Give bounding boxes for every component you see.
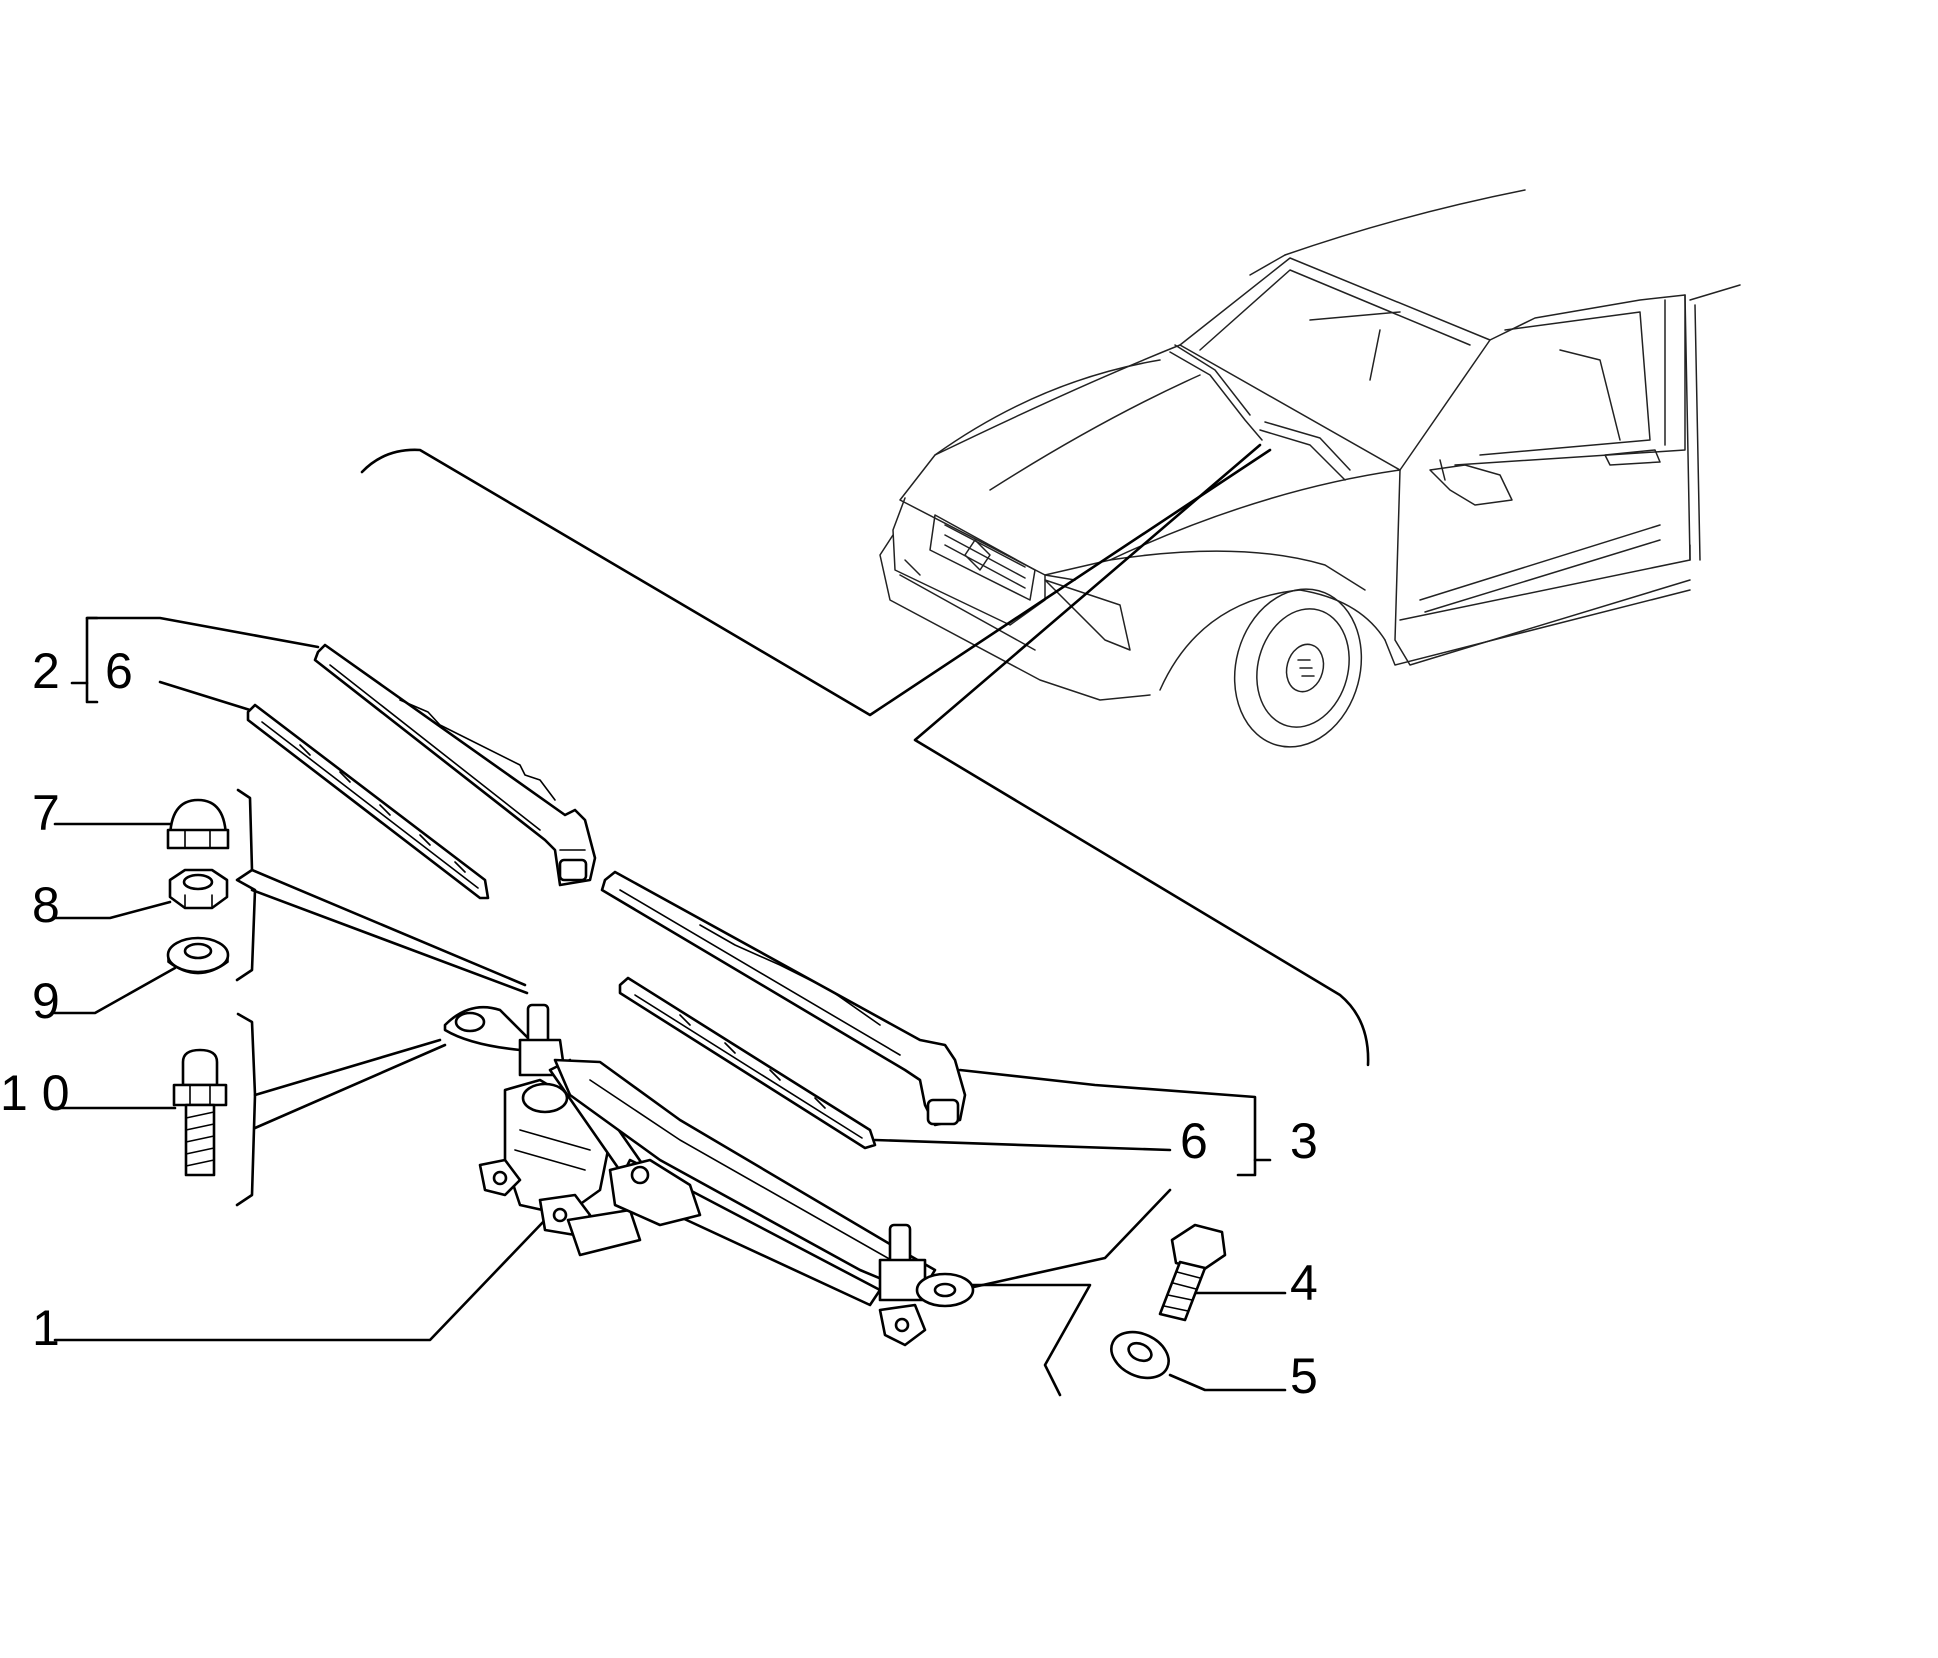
hex-nut-icon [168,868,229,910]
right-wiper-arm-icon [600,870,967,1127]
leader-linkage [53,1218,547,1342]
bracket-right-arm [873,1068,1272,1177]
bracket-stud [235,1012,257,1207]
wiper-linkage-motor-icon [443,1003,975,1347]
bracket-left-arm [70,616,320,712]
stud-bolt-icon [172,1048,228,1177]
callout-6-left: 6 [105,643,133,699]
left-wiper-arm-icon [313,643,597,887]
callout-10: 1 0 [0,1065,70,1121]
washer-icon [1110,1330,1170,1380]
callout-7: 7 [32,785,60,841]
callout-2: 2 [32,643,60,699]
callout-3: 3 [1290,1113,1318,1169]
callout-8: 8 [32,877,60,933]
callout-5: 5 [1290,1348,1318,1404]
flat-washer-icon [166,936,230,975]
car-illustration-icon [879,189,1741,748]
assembly-frame-line-lower [913,443,1370,1067]
bracket-bolt-washer [958,1188,1172,1292]
bracket-nuts [235,788,257,982]
callout-6-right: 6 [1180,1113,1208,1169]
wiper-blade-right-icon [618,976,877,1150]
bolt-icon [1158,1223,1227,1322]
wiper-blade-left-icon [246,703,490,900]
assembly-frame-line [360,448,1272,717]
callout-9: 9 [32,973,60,1029]
callout-1: 1 [32,1300,60,1356]
cap-nut-icon [166,798,230,850]
callout-4: 4 [1290,1255,1318,1311]
